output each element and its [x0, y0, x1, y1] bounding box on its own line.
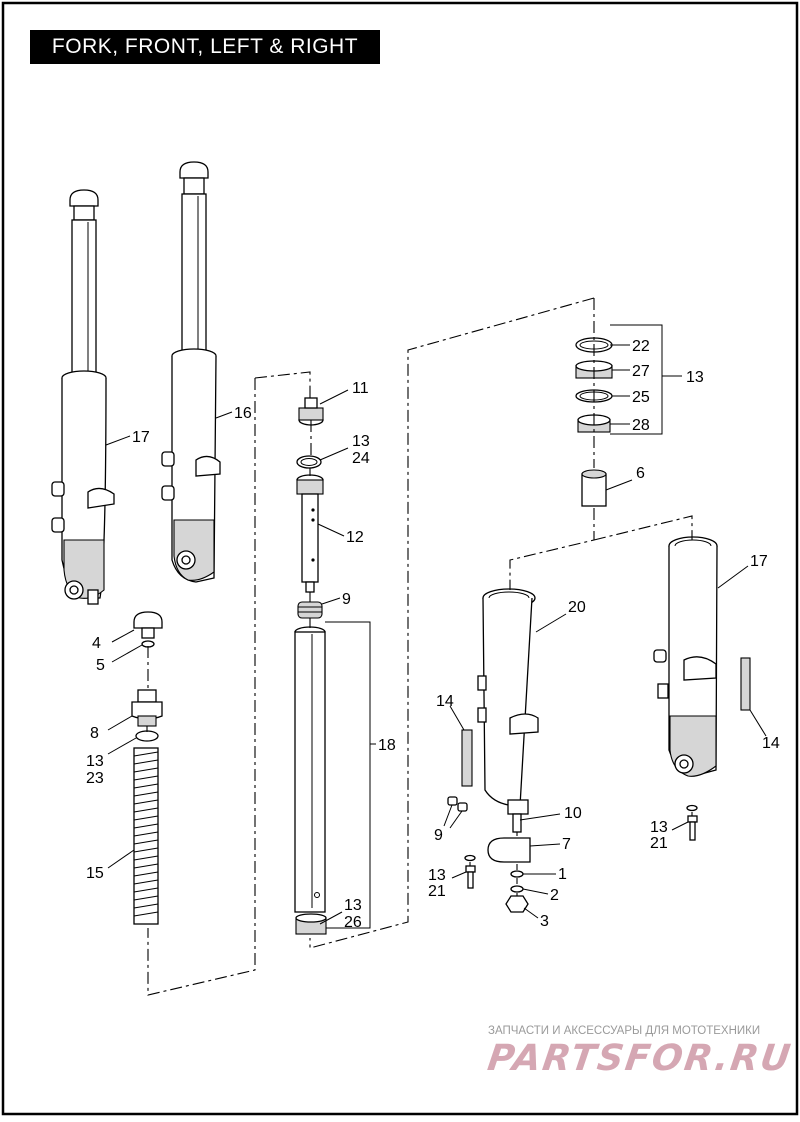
callout-13-kit: 13: [686, 369, 704, 386]
callout-24: 24: [352, 450, 370, 467]
reflector-right-14: [740, 657, 751, 711]
watermark-tagline: ЗАПЧАСТИ И АКСЕССУАРЫ ДЛЯ МОТОТЕХНИКИ: [488, 1025, 761, 1037]
callout-13-d: 13: [86, 753, 104, 770]
callout-13-b: 13: [650, 819, 668, 836]
callout-11: 11: [352, 380, 369, 397]
damper-parts-column: [294, 397, 327, 935]
callout-7: 7: [562, 836, 571, 853]
callout-13-c: 13: [352, 433, 370, 450]
callout-4: 4: [92, 635, 101, 652]
callout-2: 2: [550, 887, 559, 904]
fork-slider-right-17: [653, 536, 718, 777]
callout-5: 5: [96, 657, 105, 674]
callout-20: 20: [568, 599, 586, 616]
callout-9-upper: 9: [342, 591, 351, 608]
callout-15: 15: [86, 865, 104, 882]
callout-16: 16: [234, 405, 252, 422]
callout-17-right: 17: [750, 553, 768, 570]
callout-22: 22: [632, 338, 650, 355]
callout-13-a: 13: [428, 867, 446, 884]
callout-27: 27: [632, 363, 650, 380]
fork-slider-20: [477, 588, 539, 815]
callout-17-left: 17: [132, 429, 150, 446]
callout-9-lower: 9: [434, 827, 443, 844]
leader-lines: [105, 324, 767, 929]
callout-1: 1: [558, 866, 567, 883]
assembly-dashed-lines: [146, 297, 693, 996]
fork-slider-left-17: [51, 189, 115, 605]
callout-21-b: 21: [650, 835, 668, 852]
spring-column-parts: [131, 611, 163, 925]
page-title: FORK, FRONT, LEFT & RIGHT: [51, 35, 359, 58]
callout-23: 23: [86, 770, 104, 787]
callout-12: 12: [346, 529, 364, 546]
callout-21-a: 21: [428, 883, 446, 900]
fork-assembly-16: [161, 161, 221, 583]
callout-18: 18: [378, 737, 396, 754]
callout-6: 6: [636, 465, 645, 482]
callout-labels: 22 27 25 28 13 6 17 20 14 14 10 9 7 1 2 …: [86, 338, 780, 931]
callout-14-left: 14: [436, 693, 454, 710]
callout-14-right: 14: [762, 735, 780, 752]
callout-8: 8: [90, 725, 99, 742]
callout-28: 28: [632, 417, 650, 434]
callout-3: 3: [540, 913, 549, 930]
title-banner: FORK, FRONT, LEFT & RIGHT: [30, 30, 380, 64]
callout-25: 25: [632, 389, 650, 406]
callout-26: 26: [344, 914, 362, 931]
axle-hardware: [447, 796, 698, 913]
callout-10: 10: [564, 805, 582, 822]
callout-13-e: 13: [344, 897, 362, 914]
reflector-left-14: [461, 729, 473, 787]
watermark-logo: PARTSFOR.RU: [485, 1038, 795, 1079]
